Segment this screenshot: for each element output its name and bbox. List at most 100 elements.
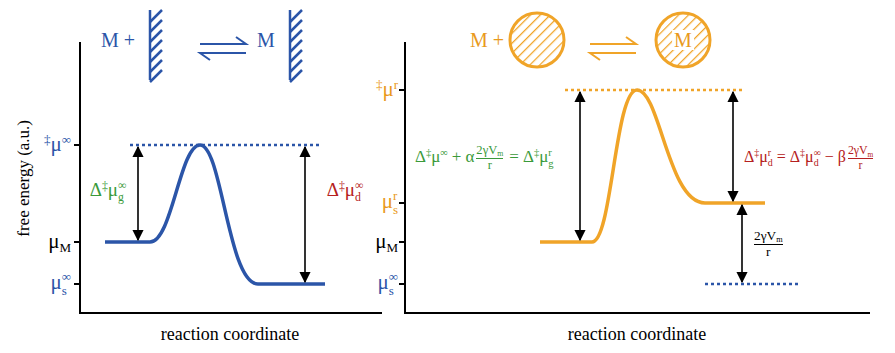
math-label: Δ‡μ∞d — [327, 180, 364, 205]
label-text: μ — [48, 229, 59, 253]
label-text: ‡ — [376, 77, 383, 92]
label-text: M — [257, 29, 275, 51]
numerator: 2γVm — [754, 229, 783, 244]
label-text: 2γV — [476, 143, 497, 157]
label-text: ‡ — [534, 147, 539, 158]
label-text: s — [389, 284, 398, 298]
label-text: d — [355, 192, 363, 204]
label-text: M + — [101, 29, 135, 51]
math-label: μM — [48, 230, 71, 253]
energy-arrow — [138, 92, 742, 282]
label-text: ∞ — [389, 270, 398, 284]
math-label: free energy (a.u.) — [15, 120, 34, 237]
label-text: ∞ — [440, 147, 448, 158]
fraction: 2γVmr — [476, 144, 503, 173]
label-text: μ — [50, 132, 61, 156]
math-label: ‡μ∞ — [44, 133, 71, 156]
label-text: r — [548, 147, 553, 158]
script-pair: ∞g — [118, 180, 126, 205]
label-text: reaction coordinate — [161, 324, 299, 344]
math-label: M + — [470, 29, 504, 51]
label-text: Δ — [415, 147, 426, 166]
label-text: d — [814, 158, 821, 168]
label-text: g — [118, 192, 126, 204]
math-label: μM — [375, 230, 398, 253]
level-line — [565, 89, 745, 92]
axes — [80, 42, 382, 313]
label-text: μ — [108, 179, 118, 200]
label-text: Δ — [790, 148, 800, 165]
label-text: = — [777, 148, 786, 165]
equilibrium-arrows — [590, 37, 636, 60]
fraction: 2γVmr — [754, 229, 783, 259]
label-text: ‡ — [44, 132, 51, 147]
math-label: ‡μr — [376, 78, 398, 101]
math-label: M + — [101, 29, 135, 51]
label-text: Δ — [744, 148, 754, 165]
numerator: 2γVm — [848, 144, 873, 157]
label-text: μ — [345, 179, 355, 200]
label-text: + — [452, 147, 462, 166]
energy-curve — [540, 90, 765, 242]
label-text: s — [62, 284, 71, 298]
script-pair: rg — [548, 147, 553, 169]
label-text: r — [768, 148, 773, 158]
label-text: μ — [805, 148, 814, 165]
math-label: Δ‡μ∞+α2γVmr=Δ‡μrg — [413, 144, 556, 173]
label-text: ∞ — [62, 132, 71, 147]
label-text: r — [394, 77, 398, 92]
label-text: r — [859, 158, 863, 172]
label-text: ‡ — [754, 147, 759, 158]
particle — [510, 13, 564, 67]
label-text: μ — [539, 147, 548, 166]
math-label: μrs — [382, 189, 398, 216]
math-label: M — [257, 29, 275, 51]
label-text: ∞ — [814, 148, 821, 158]
label-text: 2γV — [754, 228, 776, 243]
numerator: 2γVm — [476, 144, 503, 158]
label-text: ∞ — [355, 180, 363, 192]
script-pair: ∞s — [389, 270, 398, 297]
label-text: s — [393, 203, 398, 217]
level-line — [130, 144, 320, 147]
label-text: free energy (a.u.) — [14, 120, 33, 237]
axes — [405, 42, 870, 313]
level-line — [705, 283, 800, 286]
math-label: Δ‡μrd=Δ‡μ∞d−β2γVmr — [742, 144, 877, 171]
label-text: Δ — [90, 179, 102, 200]
label-text: 2γV — [848, 143, 868, 157]
label-text: Δ — [327, 179, 339, 200]
label-text: M — [386, 240, 398, 255]
label-text: α — [465, 147, 474, 166]
label-text: ∞ — [62, 270, 71, 284]
math-label: reaction coordinate — [568, 325, 706, 345]
label-text: μ — [431, 147, 440, 166]
math-label: μ∞s — [50, 270, 71, 297]
label-text: μ — [377, 270, 388, 294]
denominator: r — [754, 244, 783, 260]
label-text: Δ — [523, 147, 534, 166]
label-text: r — [488, 158, 492, 172]
ticks — [74, 90, 405, 284]
particle-node: M — [653, 10, 713, 70]
label-text: r — [766, 244, 770, 259]
label-text: ‡ — [800, 147, 805, 158]
fraction: 2γVmr — [848, 144, 873, 171]
math-label: reaction coordinate — [161, 325, 299, 345]
math-label: Δ‡μ∞g — [90, 180, 127, 205]
math-label: μ∞s — [377, 270, 398, 297]
label-text: M — [59, 240, 71, 255]
math-label: 2γVmr — [752, 229, 785, 259]
energy-curve — [105, 145, 325, 284]
label-text: M + — [470, 29, 504, 51]
denominator: r — [476, 158, 503, 173]
label-text: − — [825, 148, 834, 165]
label-text: r — [393, 189, 398, 203]
label-text: μ — [375, 229, 386, 253]
script-pair: ∞d — [814, 148, 821, 169]
script-pair: ∞d — [355, 180, 363, 205]
label-text: d — [768, 158, 773, 168]
script-pair: ∞s — [62, 270, 71, 297]
label-text: g — [548, 158, 553, 169]
